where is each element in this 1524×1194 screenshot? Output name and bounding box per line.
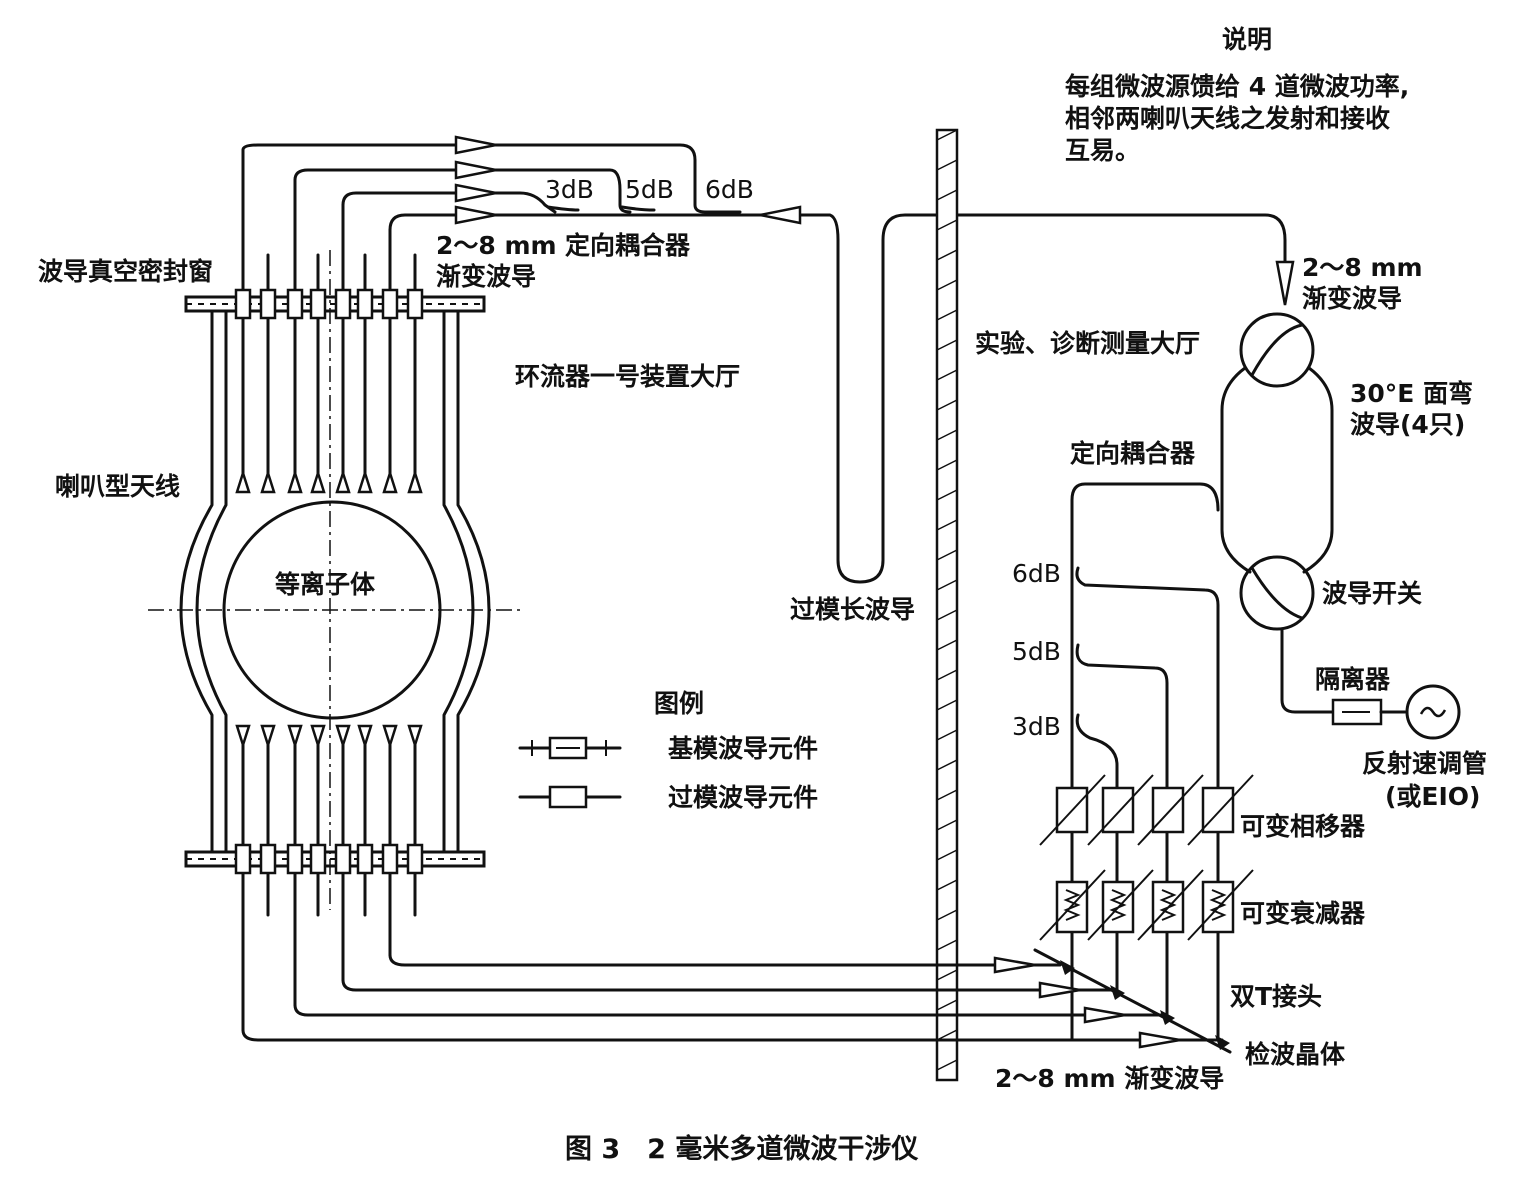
note-title: 说明 — [1222, 25, 1272, 54]
overmode-label: 过模长波导 — [790, 595, 915, 624]
figure-caption: 图 3 2 毫米多道微波干涉仪 — [565, 1133, 918, 1165]
plasma-label: 等离子体 — [275, 570, 376, 599]
taper-top-size: 2～8 mm — [436, 231, 557, 260]
klystron-label: 反射速调管 — [1362, 749, 1487, 778]
partition-wall — [935, 128, 959, 1082]
legend-title: 图例 — [654, 689, 704, 718]
note-line2: 相邻两喇叭天线之发射和接收 — [1065, 104, 1390, 133]
legend-overmode: 过模波导元件 — [668, 783, 818, 812]
legend — [518, 736, 622, 809]
horn-antennas-top — [234, 148, 424, 494]
label-6db: 6dB — [705, 175, 754, 204]
bend-line2: 波导(4只) — [1350, 410, 1465, 439]
klystron-symbol — [1405, 684, 1461, 740]
bottom-return-waveguides — [241, 948, 1232, 1054]
coupler-right-label: 定向耦合器 — [1070, 439, 1196, 468]
top-taper-arrows — [454, 135, 1295, 306]
vacuum-window-label: 波导真空密封窗 — [38, 257, 213, 286]
hall-left-label: 环流器一号装置大厅 — [515, 362, 740, 391]
note-line1: 每组微波源馈给 4 道微波功率, — [1065, 72, 1409, 101]
source-chain — [1220, 312, 1461, 740]
taper-right-name: 渐变波导 — [1302, 284, 1402, 313]
horn-antenna-label: 喇叭型天线 — [55, 472, 180, 501]
label-5db: 5dB — [625, 175, 674, 204]
label-6db-b: 6dB — [1012, 559, 1061, 588]
horn-antennas-bottom — [234, 724, 424, 1032]
label-3db: 3dB — [545, 175, 594, 204]
taper-right-size: 2～8 mm — [1302, 253, 1423, 282]
switch-label: 波导开关 — [1322, 579, 1422, 608]
eio-label: (或EIO) — [1385, 782, 1480, 811]
label-5db-b: 5dB — [1012, 637, 1061, 666]
bend-line1: 30°E 面弯 — [1350, 379, 1473, 408]
coupler-top-label: 定向耦合器 — [565, 231, 691, 260]
isolator-label: 隔离器 — [1315, 665, 1391, 694]
hall-right-label: 实验、诊断测量大厅 — [975, 329, 1200, 358]
magic-t-label: 双T接头 — [1230, 982, 1322, 1011]
detector-label: 检波晶体 — [1245, 1040, 1346, 1069]
label-3db-b: 3dB — [1012, 712, 1061, 741]
legend-fundamental: 基模波导元件 — [668, 734, 818, 763]
receiver-section — [1039, 482, 1254, 1042]
note-line3: 互易。 — [1065, 136, 1140, 165]
taper-top-name: 渐变波导 — [436, 262, 536, 291]
attenuator-label: 可变衰减器 — [1240, 899, 1366, 928]
taper-bottom-label: 2～8 mm 渐变波导 — [995, 1064, 1224, 1093]
top-feed-waveguides — [241, 143, 1287, 584]
phase-shifter-label: 可变相移器 — [1240, 812, 1366, 841]
